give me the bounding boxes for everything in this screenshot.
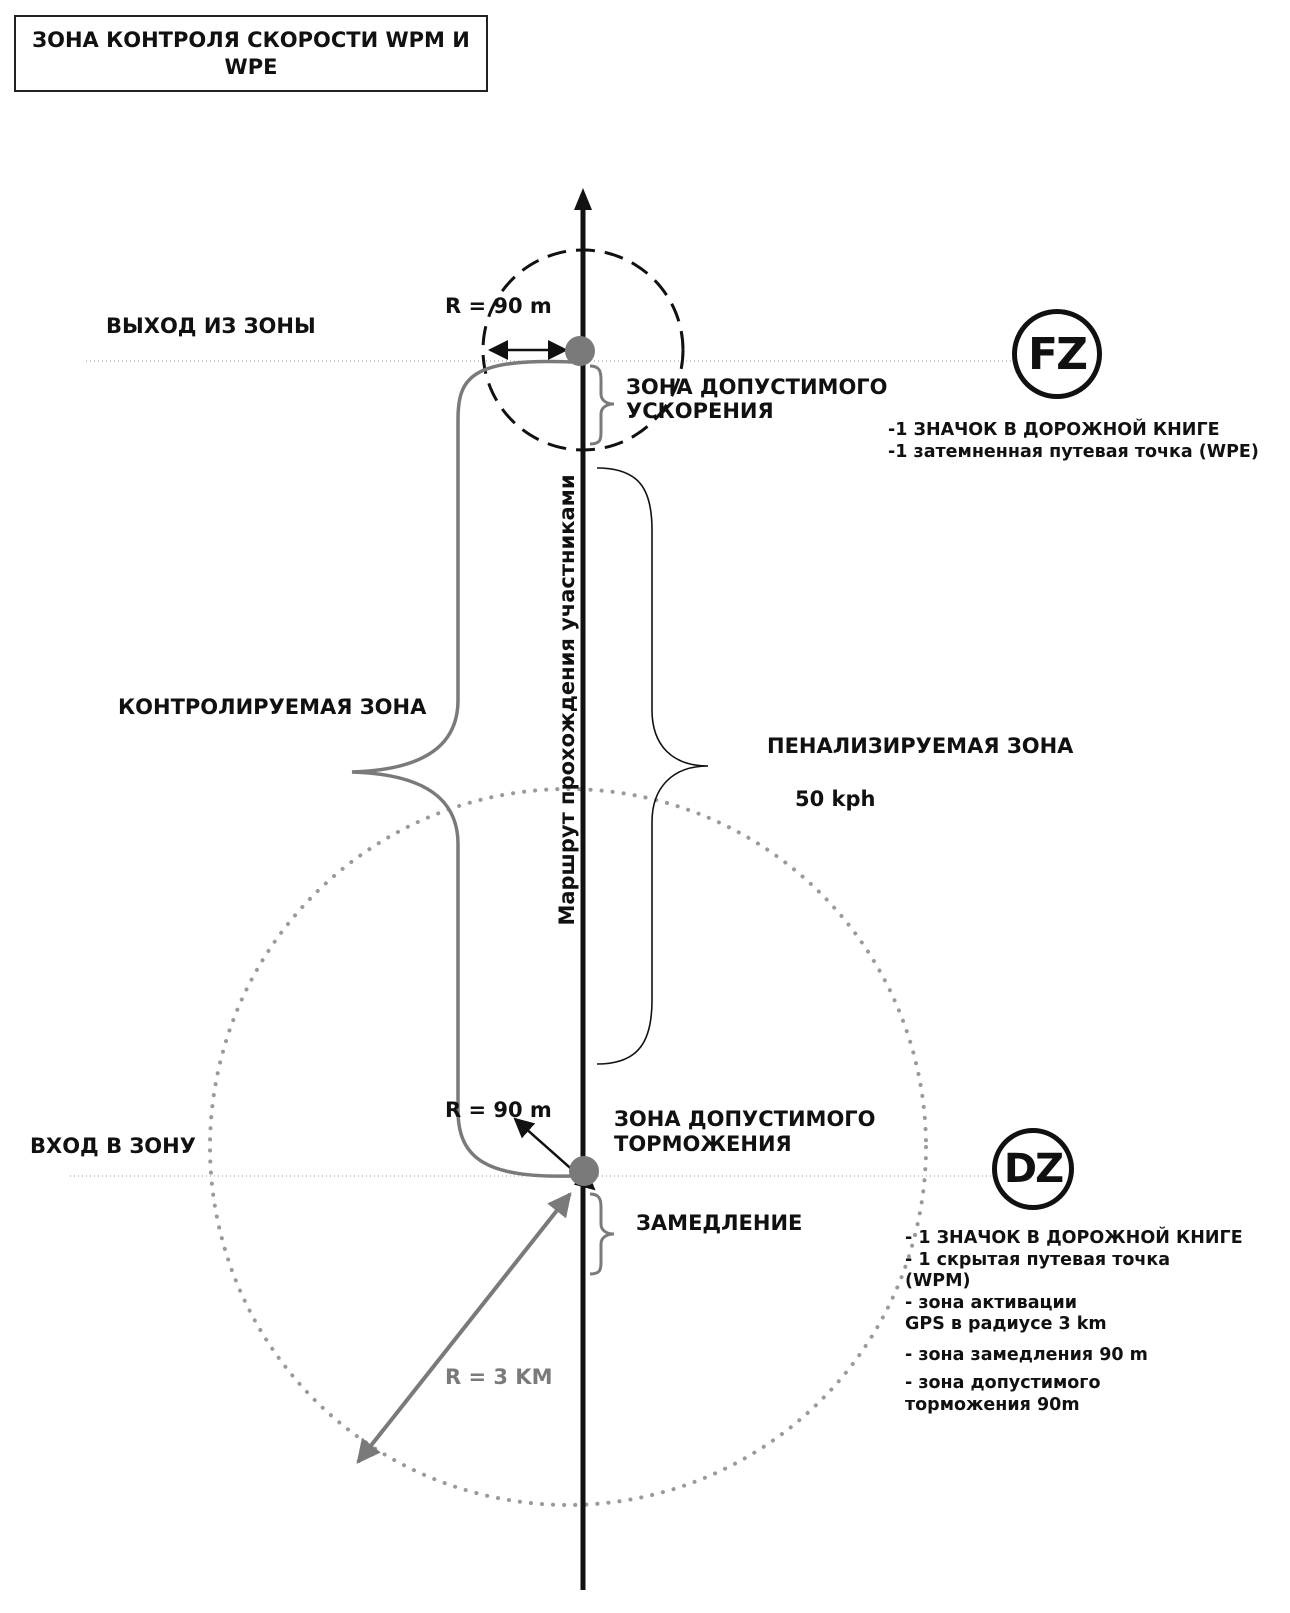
acceleration-brace — [589, 364, 615, 446]
exit-radius-label: R = 90 m — [445, 294, 552, 318]
wpm-waypoint-dot — [569, 1156, 599, 1186]
dz-note: - зона активации — [905, 1292, 1078, 1313]
dz-note: - 1 ЗНАЧОК В ДОРОЖНОЙ КНИГЕ — [905, 1228, 1243, 1248]
dz-badge-icon: DZ — [992, 1128, 1074, 1210]
dz-note: - зона замедления 90 m — [905, 1344, 1148, 1365]
route-arrow-head — [574, 188, 592, 210]
speed-limit-label: 50 kph — [795, 787, 876, 811]
fz-badge-text: FZ — [1028, 328, 1088, 380]
entry-radius-label: R = 90 m — [445, 1098, 552, 1122]
slowdown-brace — [589, 1192, 615, 1276]
controlled-zone-brace — [351, 359, 573, 1178]
dz-note: - зона допустимого — [905, 1373, 1101, 1393]
dz-note: торможения 90m — [905, 1394, 1080, 1415]
braking-zone-label-line2: ТОРМОЖЕНИЯ — [614, 1132, 792, 1156]
dz-note: GPS в радиусе 3 km — [905, 1314, 1107, 1334]
activation-radius-label: R = 3 KM — [445, 1365, 553, 1389]
slowdown-label: ЗАМЕДЛЕНИЕ — [636, 1211, 803, 1235]
fz-note: -1 ЗНАЧОК В ДОРОЖНОЙ КНИГЕ — [888, 420, 1220, 440]
fz-badge-icon: FZ — [1012, 309, 1102, 399]
wpe-waypoint-dot — [565, 336, 595, 366]
activation-zone-circle — [208, 787, 928, 1507]
penalized-zone-brace — [596, 467, 709, 1065]
penalized-zone-label: ПЕНАЛИЗИРУЕМАЯ ЗОНА — [767, 734, 1074, 758]
acceleration-zone-label-line1: ЗОНА ДОПУСТИМОГО — [626, 375, 888, 399]
diagram-title: ЗОНА КОНТРОЛЯ СКОРОСТИ WPM И WPE — [14, 15, 488, 92]
acceleration-zone-label-line2: УСКОРЕНИЯ — [626, 399, 774, 423]
fz-notes: -1 ЗНАЧОК В ДОРОЖНОЙ КНИГЕ -1 затемненна… — [888, 420, 1259, 463]
entry-zone-label: ВХОД В ЗОНУ — [30, 1134, 196, 1158]
dz-notes: - 1 ЗНАЧОК В ДОРОЖНОЙ КНИГЕ - 1 скрытая … — [905, 1228, 1243, 1416]
dz-note: (WPM) — [905, 1271, 971, 1291]
controlled-zone-label: КОНТРОЛИРУЕМАЯ ЗОНА — [118, 695, 427, 719]
route-label: Маршрут прохождения участниками — [555, 474, 579, 926]
dz-note: - 1 скрытая путевая точка — [905, 1249, 1171, 1270]
exit-zone-label: ВЫХОД ИЗ ЗОНЫ — [106, 314, 316, 338]
braking-zone-label-line1: ЗОНА ДОПУСТИМОГО — [614, 1107, 876, 1131]
dz-badge-text: DZ — [1003, 1146, 1064, 1192]
activation-radius-arrow — [356, 1192, 572, 1464]
fz-note: -1 затемненная путевая точка (WPE) — [888, 441, 1259, 462]
